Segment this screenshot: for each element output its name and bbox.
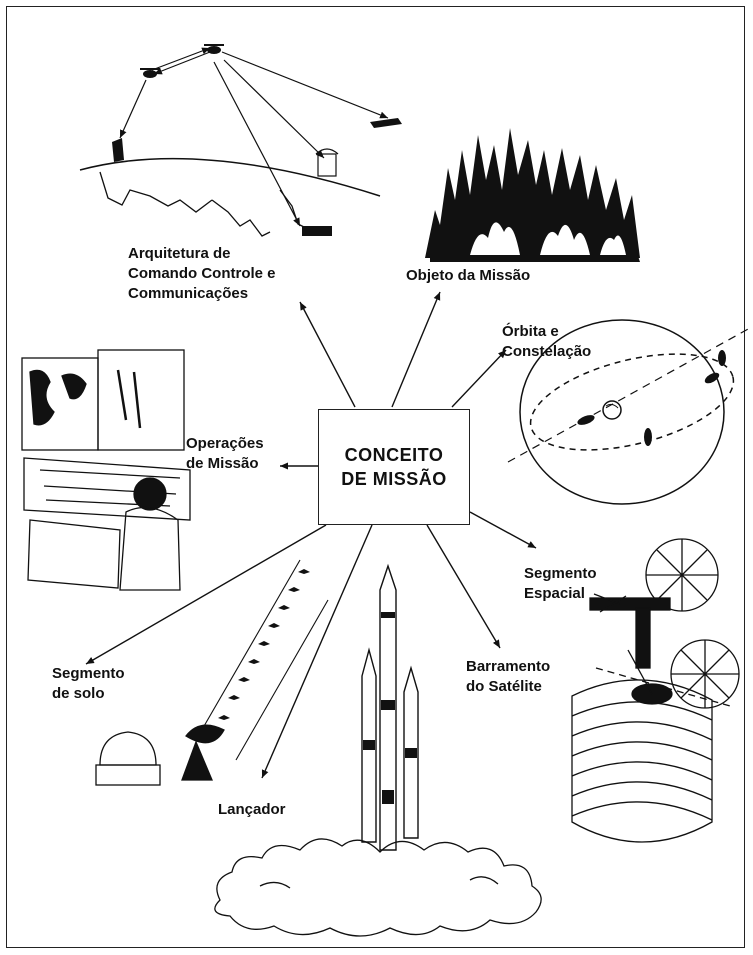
label-architecture-line3: Communicações	[128, 285, 249, 302]
label-orbit-line2: Constelação	[502, 343, 592, 360]
label-subject: Objeto da Missão	[406, 266, 530, 286]
label-operations-line2: de Missão	[186, 455, 259, 472]
communications-illustration	[79, 44, 402, 237]
label-bus-line1: Barramento	[466, 658, 551, 675]
arrow-to-subject	[391, 291, 441, 408]
arrow-to-architecture	[299, 301, 356, 408]
label-space-segment-line2: Espacial	[524, 585, 585, 602]
satellite-bus-illustration	[571, 649, 713, 843]
label-ground: Segmento de solo	[52, 664, 125, 704]
arrow-to-ground	[85, 524, 327, 665]
arrow-to-launcher	[261, 524, 373, 779]
launcher-illustration	[361, 563, 419, 851]
label-launcher: Lançador	[218, 800, 286, 820]
label-architecture-line1: Arquitetura de	[128, 245, 231, 262]
orbit-illustration	[507, 319, 751, 505]
concept-box: CONCEITO DE MISSÃO	[318, 409, 470, 525]
label-bus-line2: do Satélite	[466, 678, 542, 695]
label-subject-line1: Objeto da Missão	[406, 267, 531, 284]
label-space-segment-line1: Segmento	[524, 565, 597, 582]
concept-title-line1: CONCEITO	[344, 445, 444, 465]
forest-fire-flames	[470, 222, 626, 255]
label-operations: Operações de Missão	[186, 434, 264, 474]
label-architecture: Arquitetura de Comando Controle e Commun…	[128, 244, 276, 304]
label-bus: Barramento do Satélite	[466, 657, 550, 697]
concept-title-line2: DE MISSÃO	[341, 469, 447, 489]
label-architecture-line2: Comando Controle e	[128, 265, 276, 282]
arrow-to-space-segment	[469, 511, 537, 549]
ground-segment-illustration	[95, 559, 329, 786]
arrow-to-orbit	[451, 349, 507, 408]
label-operations-line1: Operações	[186, 435, 264, 452]
label-orbit: Órbita e Constelação	[502, 322, 591, 362]
label-ground-line1: Segmento	[52, 665, 125, 682]
label-orbit-line1: Órbita e	[502, 323, 559, 340]
arrow-to-bus	[426, 524, 501, 649]
concept-arrows	[85, 291, 537, 779]
label-space-segment: Segmento Espacial	[524, 564, 597, 604]
launch-smoke-clouds	[214, 838, 542, 937]
mission-operations-illustration	[21, 349, 191, 591]
space-segment-illustration	[589, 538, 740, 709]
label-launcher-line1: Lançador	[218, 801, 286, 818]
label-ground-line2: de solo	[52, 685, 105, 702]
